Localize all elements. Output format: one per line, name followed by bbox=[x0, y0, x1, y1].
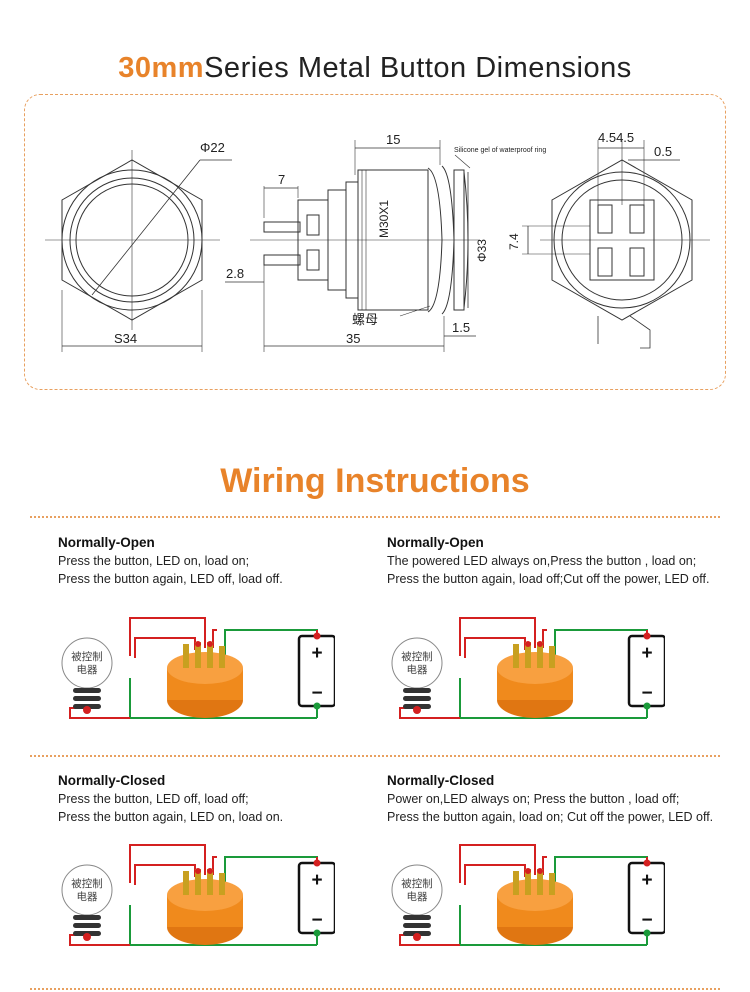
mode-line: Press the button again, LED on, load on. bbox=[58, 810, 284, 824]
divider bbox=[30, 516, 720, 518]
load-label: 电器 bbox=[407, 663, 428, 676]
mode-line: Press the button again, LED off, load of… bbox=[58, 572, 283, 586]
wiring-diagram-2: 被控制 电器 + − bbox=[391, 617, 665, 719]
dim-1-5: 1.5 bbox=[452, 320, 470, 335]
battery: + − bbox=[297, 859, 335, 937]
mode-line: The powered LED always on,Press the butt… bbox=[387, 554, 697, 568]
divider bbox=[30, 755, 720, 757]
battery: + − bbox=[627, 632, 665, 710]
dim-35: 35 bbox=[346, 331, 360, 346]
wiring-diagram-3: 被控制 电器 + − bbox=[61, 844, 335, 946]
mode-line: Press the button again, load off;Cut off… bbox=[387, 572, 710, 586]
mode-title: Normally-Closed bbox=[387, 773, 495, 788]
dim-phi22: Φ22 bbox=[200, 140, 225, 155]
wiring-diagram-4: 被控制 电器 + − bbox=[391, 844, 665, 946]
switch-body bbox=[497, 641, 573, 718]
load-label: 被控制 bbox=[71, 877, 103, 890]
battery-minus: − bbox=[641, 683, 652, 704]
battery-plus: + bbox=[641, 643, 652, 664]
mode-text-1: Normally-Open Press the button, LED on, … bbox=[58, 535, 283, 586]
load-bulb: 被控制 电器 bbox=[391, 864, 443, 941]
wiring-diagram-1: 被控制 电器 + − bbox=[61, 617, 335, 719]
mode-text-2: Normally-Open The powered LED always on,… bbox=[387, 535, 709, 586]
battery-plus: + bbox=[311, 643, 322, 664]
switch-body bbox=[497, 868, 573, 945]
battery-plus: + bbox=[641, 870, 652, 891]
dim-0-5: 0.5 bbox=[654, 144, 672, 159]
load-label: 被控制 bbox=[401, 650, 433, 663]
mode-text-3: Normally-Closed Press the button, LED of… bbox=[58, 773, 283, 824]
load-label: 被控制 bbox=[71, 650, 103, 663]
mode-line: Press the button, LED on, load on; bbox=[58, 554, 250, 568]
dim-phi33: Φ33 bbox=[475, 239, 489, 262]
dim-7: 7 bbox=[278, 172, 285, 187]
mode-text-4: Normally-Closed Power on,LED always on; … bbox=[387, 773, 713, 824]
dimension-drawing: Φ22 S34 7 15 Silicone gel of waterproof … bbox=[45, 130, 710, 352]
dim-silicone: Silicone gel of waterproof ring bbox=[454, 147, 546, 154]
load-bulb: 被控制 电器 bbox=[61, 637, 113, 714]
load-label: 被控制 bbox=[401, 877, 433, 890]
dim-nut: 螺母 bbox=[352, 312, 378, 327]
mode-title: Normally-Closed bbox=[58, 773, 166, 788]
mode-title: Normally-Open bbox=[58, 535, 155, 550]
dim-s34: S34 bbox=[114, 331, 137, 346]
battery-minus: − bbox=[641, 910, 652, 931]
dim-4-5: 4.54.5 bbox=[598, 130, 634, 145]
load-label: 电器 bbox=[77, 663, 98, 676]
mode-line: Press the button, LED off, load off; bbox=[58, 792, 249, 806]
load-bulb: 被控制 电器 bbox=[61, 864, 113, 941]
battery-plus: + bbox=[311, 870, 322, 891]
battery-minus: − bbox=[311, 683, 322, 704]
load-bulb: 被控制 电器 bbox=[391, 637, 443, 714]
dimensions-frame bbox=[24, 94, 726, 390]
battery-minus: − bbox=[311, 910, 322, 931]
dimensions-title: 30mmSeries Metal Button Dimensions bbox=[0, 52, 750, 85]
mode-title: Normally-Open bbox=[387, 535, 484, 550]
dim-2-8: 2.8 bbox=[226, 266, 244, 281]
wiring-title: Wiring Instructions bbox=[220, 462, 530, 500]
load-label: 电器 bbox=[407, 890, 428, 903]
dim-m30: M30X1 bbox=[377, 200, 391, 238]
switch-body bbox=[167, 641, 243, 718]
mode-line: Power on,LED always on; Press the button… bbox=[387, 792, 680, 806]
mode-line: Press the button again, load on; Cut off… bbox=[387, 810, 714, 824]
dim-15: 15 bbox=[386, 132, 400, 147]
battery: + − bbox=[297, 632, 335, 710]
load-label: 电器 bbox=[77, 890, 98, 903]
dimensions-title-rest: Series Metal Button Dimensions bbox=[204, 52, 632, 84]
dim-7-4: 7.4 bbox=[507, 233, 521, 250]
battery: + − bbox=[627, 859, 665, 937]
divider bbox=[30, 988, 720, 990]
switch-body bbox=[167, 868, 243, 945]
dimensions-title-accent: 30mm bbox=[118, 52, 205, 84]
